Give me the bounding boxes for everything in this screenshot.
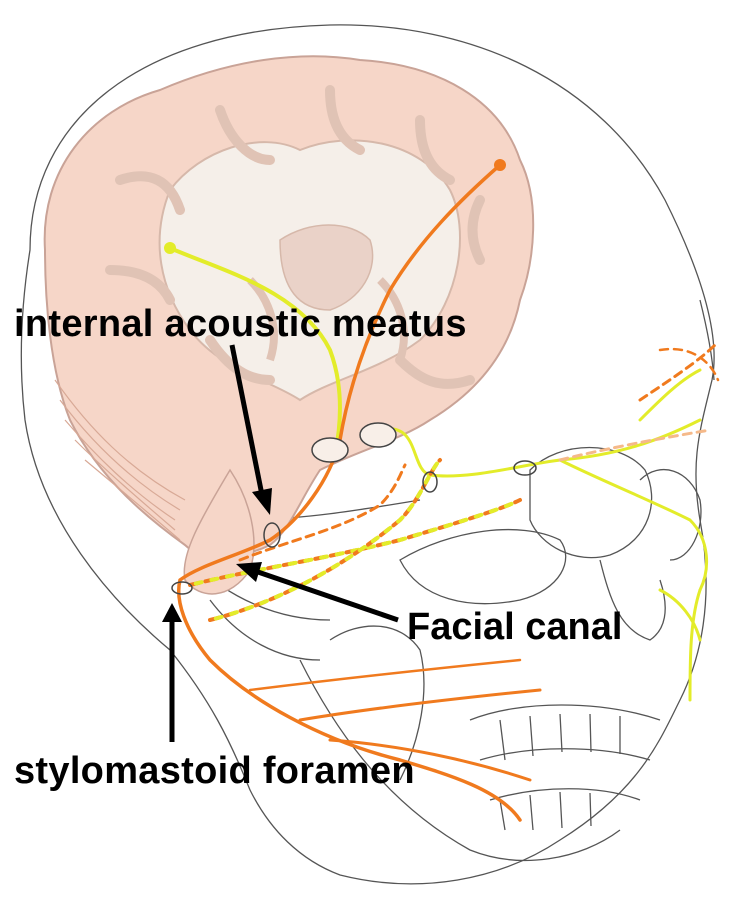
arrow-stylomastoid-foramen <box>162 603 182 742</box>
label-stylomastoid-foramen: stylomastoid foramen <box>14 752 415 790</box>
label-facial-canal: Facial canal <box>407 608 622 646</box>
label-internal-acoustic-meatus: internal acoustic meatus <box>14 305 467 343</box>
arrow-facial-canal <box>236 562 398 620</box>
